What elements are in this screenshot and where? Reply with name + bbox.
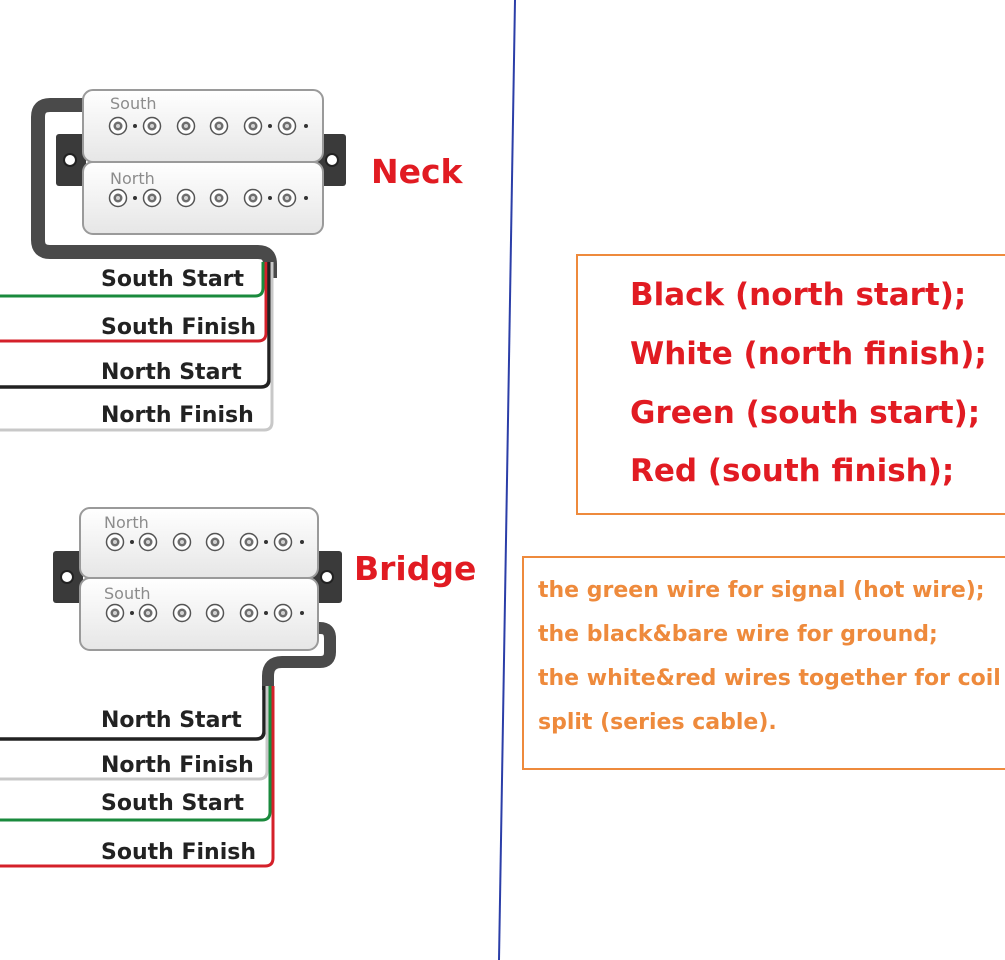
polepiece [243, 116, 263, 136]
bridge-label: Bridge [354, 549, 476, 588]
polepiece [205, 532, 225, 552]
polepiece [142, 188, 162, 208]
note-series-cable: split (series cable). [538, 710, 777, 735]
polepiece [277, 188, 297, 208]
legend-green: Green (south start); [630, 395, 981, 431]
neck-north-polepieces [108, 188, 308, 208]
polepiece [277, 116, 297, 136]
polepiece [273, 603, 293, 623]
coil-dot [130, 611, 134, 615]
polepiece [273, 532, 293, 552]
coil-dot [133, 196, 137, 200]
bridge-lead-cable [262, 622, 336, 690]
polepiece [176, 116, 196, 136]
coil-dot [300, 540, 304, 544]
polepiece [142, 116, 162, 136]
neck-south-polepieces [108, 116, 308, 136]
bridge-wire-red [0, 686, 275, 868]
polepiece [108, 188, 128, 208]
wiring-notes-box [522, 556, 1005, 770]
neck-pickup: South North Neck [31, 89, 464, 278]
neck-wire-label-2: South Finish [101, 315, 256, 340]
neck-wire-red [0, 262, 268, 343]
color-legend-box [576, 254, 1005, 515]
legend-red: Red (south finish); [630, 453, 955, 489]
bridge-wires: North Start North Finish South Start Sou… [0, 686, 275, 868]
neck-wire-green [0, 262, 265, 298]
polepiece [243, 188, 263, 208]
neck-lead-cable [31, 98, 277, 278]
polepiece [239, 603, 259, 623]
coil-dot [133, 124, 137, 128]
note-coil-split: the white&red wires together for coil [538, 666, 1001, 691]
neck-south-coil-label: South [110, 94, 157, 113]
bridge-wire-green [0, 686, 272, 822]
polepiece [105, 603, 125, 623]
neck-wire-black [0, 262, 271, 389]
polepiece [138, 532, 158, 552]
neck-wires: South Start South Finish North Start Nor… [0, 262, 274, 432]
polepiece [172, 603, 192, 623]
legend-black: Black (north start); [630, 277, 967, 313]
bridge-wire-white [0, 686, 269, 781]
bridge-south-coil [79, 577, 319, 651]
bridge-south-coil-label: South [104, 584, 151, 603]
polepiece [209, 188, 229, 208]
polepiece [239, 532, 259, 552]
coil-dot [300, 611, 304, 615]
bridge-wire-label-4: South Finish [101, 840, 256, 865]
polepiece [172, 532, 192, 552]
neck-north-coil-label: North [110, 169, 155, 188]
legend-white: White (north finish); [630, 336, 987, 372]
neck-north-coil [82, 161, 324, 235]
coil-dot [264, 611, 268, 615]
bridge-wire-black [0, 686, 266, 741]
bridge-south-polepieces [105, 603, 304, 623]
bridge-wire-label-2: North Finish [101, 753, 254, 778]
bridge-north-coil-label: North [104, 513, 149, 532]
polepiece [138, 603, 158, 623]
coil-dot [264, 540, 268, 544]
coil-dot [268, 196, 272, 200]
neck-wire-label-3: North Start [101, 360, 242, 385]
bridge-wire-label-1: North Start [101, 708, 242, 733]
divider-line [498, 0, 516, 960]
coil-dot [130, 540, 134, 544]
polepiece [205, 603, 225, 623]
neck-wire-label-1: South Start [101, 267, 245, 292]
bridge-north-polepieces [105, 532, 304, 552]
note-ground: the black&bare wire for ground; [538, 622, 938, 647]
coil-dot [304, 196, 308, 200]
note-hot-wire: the green wire for signal (hot wire); [538, 578, 985, 603]
polepiece [105, 532, 125, 552]
coil-dot [304, 124, 308, 128]
neck-label: Neck [371, 152, 464, 191]
polepiece [176, 188, 196, 208]
polepiece [108, 116, 128, 136]
neck-wire-label-4: North Finish [101, 403, 254, 428]
neck-wire-white [0, 262, 274, 432]
coil-dot [268, 124, 272, 128]
polepiece [209, 116, 229, 136]
bridge-wire-label-3: South Start [101, 791, 245, 816]
bridge-pickup: North South Bridge [53, 507, 476, 690]
